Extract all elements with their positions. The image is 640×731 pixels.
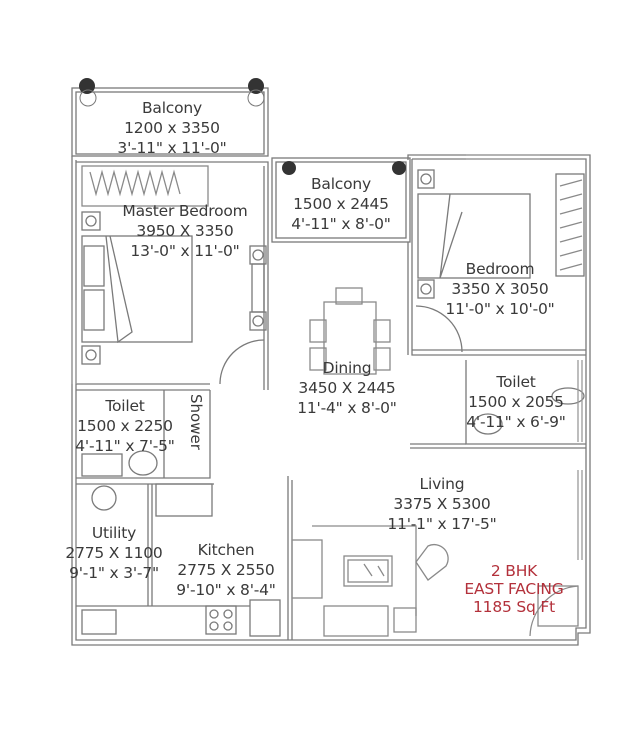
dining-label: Dining 3450 X 2445 11'-4" x 8'-0" <box>280 358 414 418</box>
master-wardrobe <box>81 165 209 207</box>
toilet-2-walls <box>410 360 586 449</box>
master-bed <box>81 211 267 385</box>
bedroom-walls <box>407 159 586 356</box>
room-size-metric: 1500 x 2055 <box>468 393 564 411</box>
toilet-1-label: Toilet 1500 x 2250 4'-11" x 7'-5" <box>70 396 180 456</box>
potted-plants <box>79 78 406 175</box>
plan-summary: 2 BHK EAST FACING 1185 Sq Ft <box>444 562 584 616</box>
windows <box>71 154 583 560</box>
room-size-imperial: 4'-11" x 7'-5" <box>75 437 175 455</box>
room-name: Balcony <box>141 99 203 117</box>
room-size-metric: 3350 X 3050 <box>451 280 549 298</box>
room-size-imperial: 9'-1" x 3'-7" <box>69 564 159 582</box>
bhk-type: 2 BHK <box>490 562 538 580</box>
balcony-2-label: Balcony 1500 x 2445 4'-11" x 8'-0" <box>274 174 408 234</box>
room-size-metric: 2775 X 1100 <box>65 544 163 562</box>
bedroom-label: Bedroom 3350 X 3050 11'-0" x 10'-0" <box>430 259 570 319</box>
dining-table <box>309 287 391 375</box>
utility-label: Utility 2775 X 1100 9'-1" x 3'-7" <box>54 523 174 583</box>
balcony-1-walls <box>71 87 269 157</box>
bedroom-wardrobe <box>559 179 583 271</box>
room-name: Balcony <box>310 175 372 193</box>
room-size-metric: 1200 x 3350 <box>124 119 220 137</box>
room-size-metric: 1500 x 2445 <box>293 195 389 213</box>
room-size-imperial: 11'-0" x 10'-0" <box>445 300 555 318</box>
master-bedroom-walls <box>76 161 269 391</box>
room-size-imperial: 9'-10" x 8'-4" <box>176 581 276 599</box>
facing: EAST FACING <box>464 580 564 598</box>
room-size-imperial: 13'-0" x 11'-0" <box>130 242 240 260</box>
total-area: 1185 Sq Ft <box>473 598 555 616</box>
room-name: Toilet <box>105 397 145 415</box>
balcony-1-label: Balcony 1200 x 3350 3'-11" x 11'-0" <box>102 98 242 158</box>
room-size-imperial: 4'-11" x 8'-0" <box>291 215 391 233</box>
room-name: Bedroom <box>465 260 535 278</box>
room-size-metric: 3950 X 3350 <box>136 222 234 240</box>
room-size-metric: 1500 x 2250 <box>77 417 173 435</box>
outer-walls <box>71 154 591 646</box>
room-name: Master Bedroom <box>122 202 248 220</box>
room-size-imperial: 3'-11" x 11'-0" <box>117 139 227 157</box>
room-size-imperial: 11'-4" x 8'-0" <box>297 399 397 417</box>
room-name: Utility <box>91 524 137 542</box>
shower-label: Shower <box>187 394 205 450</box>
toilet-2-label: Toilet 1500 x 2055 4'-11" x 6'-9" <box>460 372 572 432</box>
room-size-imperial: 11'-1" x 17'-5" <box>387 515 497 533</box>
balcony-2-walls <box>271 157 411 243</box>
room-name: Kitchen <box>197 541 255 559</box>
kitchen-label: Kitchen 2775 X 2550 9'-10" x 8'-4" <box>170 540 282 600</box>
master-bedroom-label: Master Bedroom 3950 X 3350 13'-0" x 11'-… <box>100 201 270 261</box>
kitchen-walls <box>76 483 281 637</box>
room-size-metric: 3450 X 2445 <box>298 379 396 397</box>
living-furniture <box>291 525 579 637</box>
room-name: Dining <box>322 359 372 377</box>
living-label: Living 3375 X 5300 11'-1" x 17'-5" <box>376 474 508 534</box>
room-name: Toilet <box>496 373 536 391</box>
room-size-imperial: 4'-11" x 6'-9" <box>466 413 566 431</box>
room-size-metric: 3375 X 5300 <box>393 495 491 513</box>
room-name: Living <box>419 475 465 493</box>
room-size-metric: 2775 X 2550 <box>177 561 275 579</box>
